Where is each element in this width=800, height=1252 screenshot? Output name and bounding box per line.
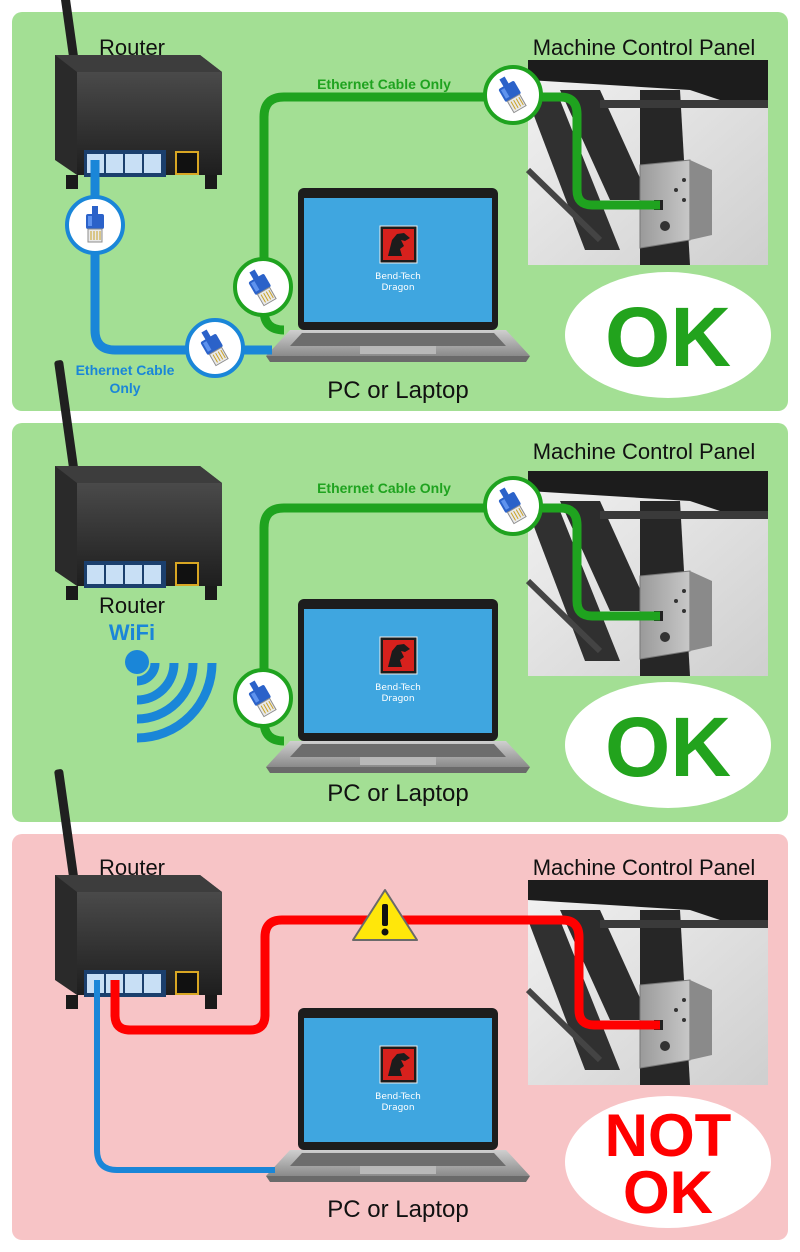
ethernet-cable-only-label: Ethernet Cable Only (317, 480, 451, 496)
rj45-connector-icon (185, 318, 245, 378)
laptop-label: PC or Laptop (327, 1196, 468, 1223)
verdict-badge (565, 682, 771, 808)
dragon-app-icon (379, 1045, 418, 1084)
ethernet-cable-router-laptop (90, 160, 272, 355)
ethernet-cable-only-label-line1: Ethernet Cable (76, 362, 175, 378)
ethernet-cable-router-laptop (94, 980, 275, 1173)
app-name-line1: Bend-Tech (375, 683, 421, 693)
verdict-badge (565, 1096, 771, 1228)
panel-ok-wired-router: Bend-Tech Dragon Router Machine Control … (12, 0, 788, 411)
ethernet-cable-laptop-machine (259, 92, 660, 335)
verdict-text-line1: NOT (605, 1102, 732, 1169)
panel-ok-wifi-router: Bend-Tech Dragon Machine Control Panel E… (12, 358, 788, 822)
red-cable-loop (110, 915, 660, 1035)
machine-photo (528, 471, 768, 676)
ethernet-cable-only-label: Ethernet Cable Only (317, 76, 451, 92)
ethernet-cable-only-label-line2: Only (109, 380, 140, 396)
router-label: Router (99, 593, 165, 618)
ethernet-cable-laptop-machine (259, 503, 660, 746)
app-name-line2: Dragon (381, 283, 414, 293)
rj45-connector-icon (483, 65, 543, 125)
machine-photo (528, 880, 768, 1085)
app-name-line1: Bend-Tech (375, 1092, 421, 1102)
router-label: Router (99, 855, 165, 880)
rj45-connector-icon (233, 257, 293, 317)
machine-control-panel-label: Machine Control Panel (533, 855, 756, 880)
verdict-badge (565, 272, 771, 398)
rj45-connector-icon (233, 668, 293, 728)
app-name-line1: Bend-Tech (375, 272, 421, 282)
laptop-label: PC or Laptop (327, 780, 468, 807)
rj45-connector-icon (65, 195, 125, 255)
app-name-line2: Dragon (381, 694, 414, 704)
warning-triangle-icon (352, 889, 418, 941)
router-label: Router (99, 35, 165, 60)
machine-control-panel-label: Machine Control Panel (533, 35, 756, 60)
laptop-label: PC or Laptop (327, 377, 468, 404)
app-name-line2: Dragon (381, 1103, 414, 1113)
verdict-text-line2: OK (623, 1159, 713, 1226)
verdict-text: OK (605, 290, 731, 384)
rj45-connector-icon (483, 476, 543, 536)
machine-photo (528, 60, 768, 265)
verdict-text: OK (605, 700, 731, 794)
wifi-icon (125, 650, 217, 743)
dragon-app-icon (379, 636, 418, 675)
machine-control-panel-label: Machine Control Panel (533, 439, 756, 464)
dragon-app-icon (379, 225, 418, 264)
wifi-label: WiFi (109, 620, 155, 645)
panel-not-ok-loop: Bend-Tech Dragon Router Machine Control … (12, 767, 788, 1240)
